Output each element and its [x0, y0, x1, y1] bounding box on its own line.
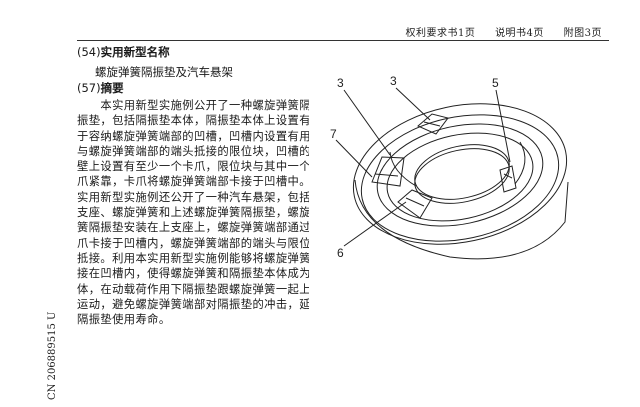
- abstract-line: 于容纳螺旋弹簧端部的凹槽，凹槽内设置有用于: [77, 129, 309, 143]
- abstract-line: 簧隔振垫安装在上支座上，螺旋弹簧端部通过卡: [77, 221, 309, 235]
- leader-lines: [335, 87, 511, 247]
- abstract-line: 运动，避免螺旋弹簧端部对隔振垫的冲击，延长: [77, 297, 309, 311]
- figure-label-5: 5: [492, 76, 499, 90]
- abstract-line: 实用新型实施例还公开了一种汽车悬架，包括上: [77, 190, 309, 204]
- abstract-section-label: 摘要: [100, 81, 124, 95]
- abstract-line: 爪紧靠，卡爪将螺旋弹簧端部卡接于凹槽中。本: [77, 175, 309, 189]
- utility-model-title: 螺旋弹簧隔振垫及汽车悬架: [95, 65, 233, 79]
- figure-label-3a: 3: [337, 76, 344, 90]
- page-header: 权利要求书1页 说明书4页 附图3页: [390, 24, 603, 39]
- figure-label-7: 7: [330, 127, 337, 141]
- patent-number: CN 206889515 U: [47, 311, 58, 400]
- limit-block: [397, 165, 517, 219]
- title-section-heading: (54)实用新型名称: [77, 44, 170, 60]
- abstract-section-number: (57): [77, 81, 101, 95]
- abstract-line: 隔振垫使用寿命。: [77, 313, 171, 327]
- header-rule: [77, 40, 609, 41]
- abstract-line: 接在凹槽内，使得螺旋弹簧和隔振垫本体成为一: [77, 267, 309, 281]
- header-description-pages: 说明书4页: [495, 28, 544, 39]
- figure-label-3b: 3: [390, 74, 397, 88]
- title-section-number: (54): [77, 45, 101, 59]
- claw: [371, 113, 449, 187]
- abstract-line: 支座、螺旋弹簧和上述螺旋弹簧隔振垫，螺旋弹: [77, 206, 309, 220]
- abstract-line: 抵接。利用本实用新型实施例能够将螺旋弹簧卡: [77, 251, 309, 265]
- abstract-line: 振垫，包括隔振垫本体，隔振垫本体上设置有用: [77, 114, 309, 128]
- abstract-line: 与螺旋弹簧端部的端头抵接的限位块，凹槽的槽: [77, 144, 309, 158]
- abstract-body: 本实用新型实施例公开了一种螺旋弹簧隔 振垫，包括隔振垫本体，隔振垫本体上设置有用…: [77, 98, 309, 327]
- figure-label-6: 6: [337, 246, 344, 260]
- header-claims-pages: 权利要求书1页: [405, 28, 476, 39]
- abstract-line: 体，在动载荷作用下隔振垫跟螺旋弹簧一起上下: [77, 282, 309, 296]
- abstract-line: 壁上设置有至少一个卡爪，限位块与其中一个卡: [77, 160, 309, 174]
- abstract-line: 本实用新型实施例公开了一种螺旋弹簧隔: [77, 99, 309, 112]
- abstract-section-heading: (57)摘要: [77, 80, 124, 96]
- abstract-line: 爪卡接于凹槽内，螺旋弹簧端部的端头与限位块: [77, 236, 309, 250]
- spring-isolator-drawing: 3 3 5 7 6: [330, 74, 569, 260]
- title-section-label: 实用新型名称: [100, 45, 170, 59]
- header-drawing-pages: 附图3页: [563, 28, 602, 39]
